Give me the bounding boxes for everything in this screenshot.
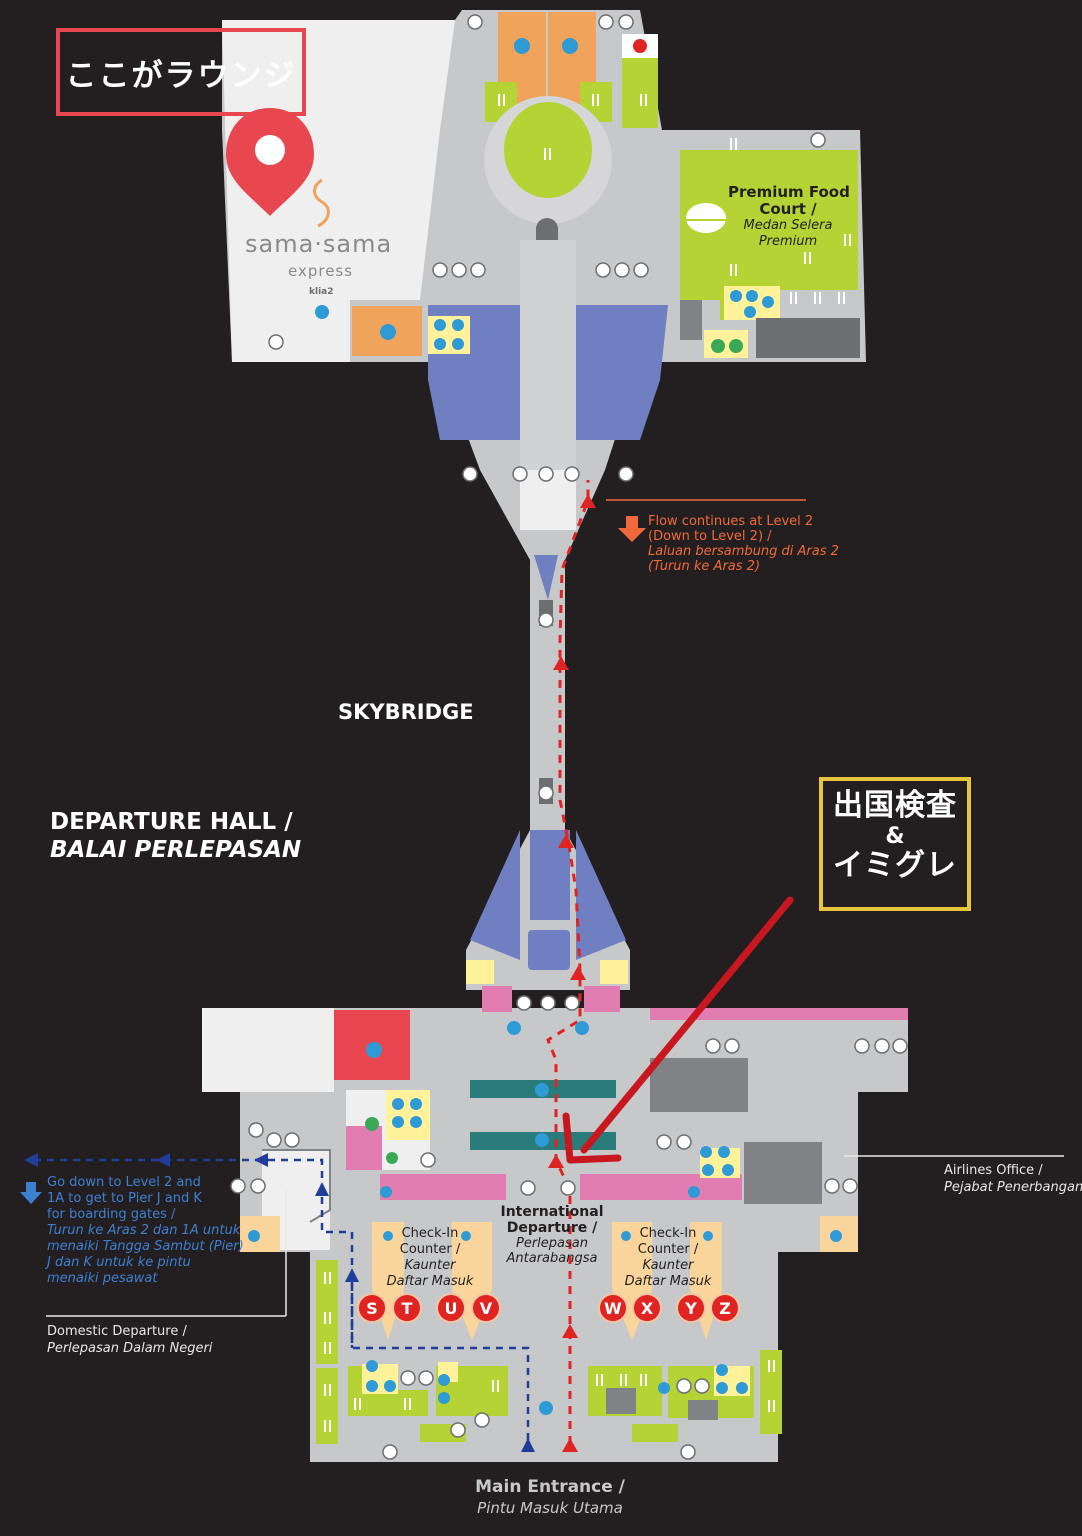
international-route — [546, 480, 590, 1444]
sama-sama-logo-icon — [313, 178, 330, 228]
food-court-icon — [686, 203, 726, 233]
domestic-route — [30, 1158, 530, 1440]
lounge-callout: ここがラウンジ — [56, 28, 306, 116]
lounge-area — [222, 20, 455, 362]
counter-y[interactable]: Y — [676, 1293, 706, 1323]
food-court-label-ms: Medan Selera Premium — [743, 218, 833, 249]
counter-t[interactable]: T — [392, 1293, 422, 1323]
immigration-line1: 出国検査 — [833, 788, 957, 823]
counter-v[interactable]: V — [471, 1293, 501, 1323]
lounge-tag: klia2 — [309, 287, 334, 297]
checkin-left-label: Check-In Counter / Kaunter Daftar Masuk — [386, 1226, 474, 1289]
immigration-line2: イミグレ — [833, 847, 957, 883]
plaza-garden — [504, 102, 592, 198]
lounge-sub: express — [288, 262, 354, 280]
flow-note: Flow continues at Level 2 (Down to Level… — [648, 514, 839, 574]
counter-u[interactable]: U — [436, 1293, 466, 1323]
skybridge-label: SKYBRIDGE — [338, 700, 474, 724]
upper-pier — [222, 10, 866, 470]
lounge-brand: sama·sama — [245, 230, 393, 258]
counter-x[interactable]: X — [632, 1293, 662, 1323]
go-down-note: Go down to Level 2 and 1A to get to Pier… — [47, 1175, 244, 1286]
checkin-right-label: Check-In Counter / Kaunter Daftar Masuk — [624, 1226, 712, 1289]
facility-icons — [230, 14, 908, 1460]
immigration-arrow — [562, 896, 794, 1164]
food-court-label: Premium Food Court / — [728, 183, 850, 218]
counter-w[interactable]: W — [598, 1293, 628, 1323]
immigration-callout: 出国検査 & イミグレ — [819, 777, 971, 911]
main-entrance-label: Main Entrance / Pintu Masuk Utama — [475, 1477, 625, 1517]
premium-food-court — [680, 150, 858, 320]
flow-arrow-icon — [618, 516, 646, 542]
domestic-departure-label: Domestic Departure / Perlepasan Dalam Ne… — [47, 1324, 213, 1356]
airlines-office-label: Airlines Office / Pejabat Penerbangan — [944, 1163, 1082, 1195]
skybridge — [466, 470, 630, 990]
international-departure-label: International Departure / Perlepasan Ant… — [500, 1204, 604, 1266]
counter-s[interactable]: S — [357, 1293, 387, 1323]
down-arrow-icon — [20, 1182, 42, 1204]
counter-z[interactable]: Z — [710, 1293, 740, 1323]
immigration-amp: & — [885, 823, 905, 849]
departure-hall-label: DEPARTURE HALL / BALAI PERLEPASAN — [50, 809, 302, 863]
map-pin-icon — [226, 108, 314, 216]
